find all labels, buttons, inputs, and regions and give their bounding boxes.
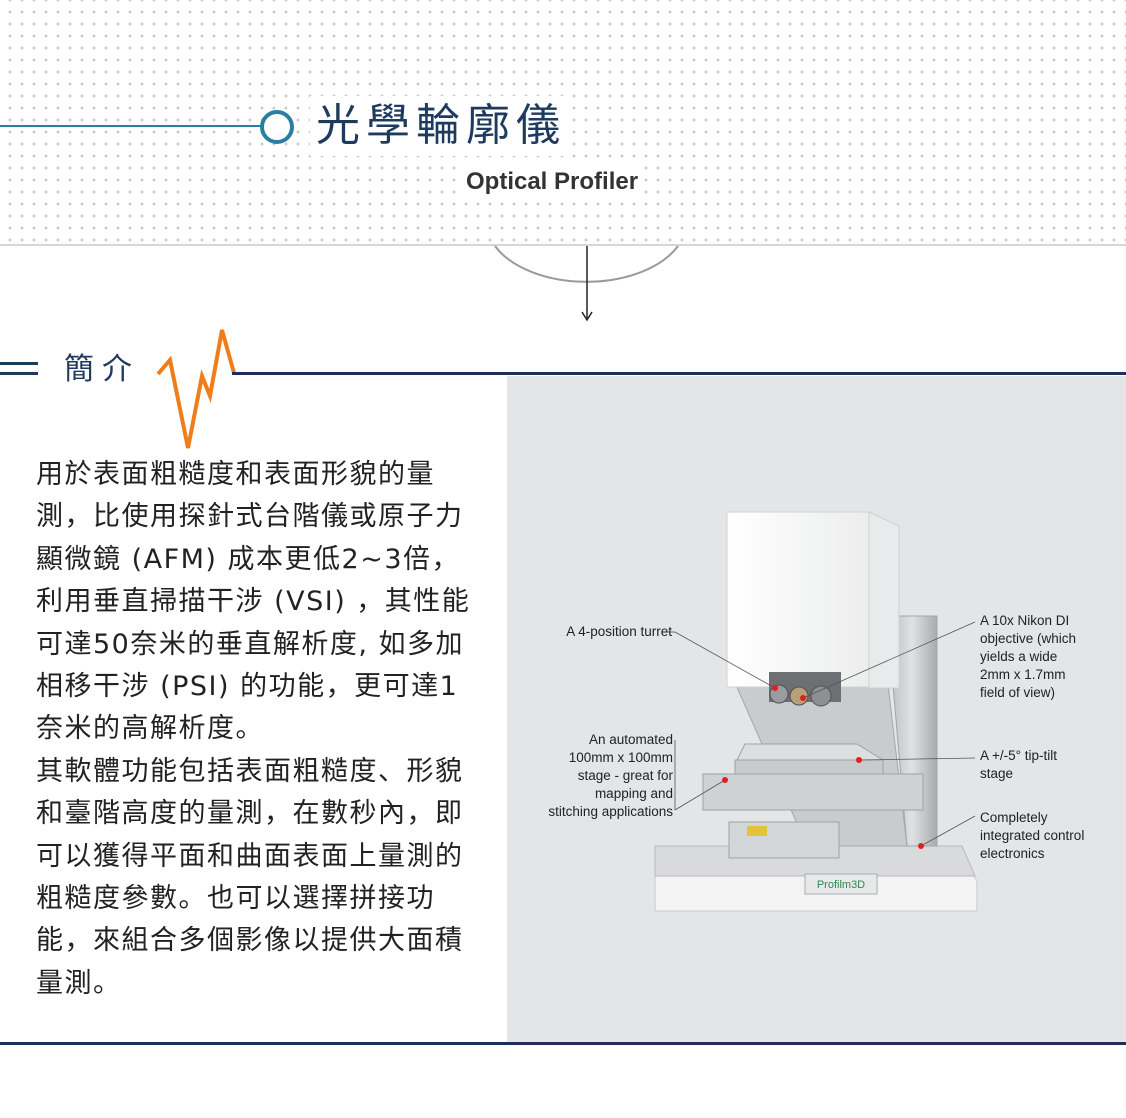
intro-paragraph-1: 用於表面粗糙度和表面形貌的量測，比使用探針式台階儀或原子力顯微鏡 (AFM) 成… — [36, 459, 471, 745]
callout-dot — [856, 757, 862, 763]
callout-turret: A 4-position turret — [566, 624, 672, 639]
callout-dot — [772, 685, 778, 691]
waveform-icon — [156, 329, 236, 449]
page-subtitle: Optical Profiler — [460, 164, 645, 200]
callout-stage: An automated 100mm x 100mm stage - great… — [548, 732, 673, 819]
product-figure: Profilm3D A 4-position turret An automat… — [507, 376, 1126, 1042]
optical-profiler-illustration: Profilm3D — [654, 511, 978, 912]
scroll-down-arc — [494, 245, 679, 322]
page-title: 光學輪廓儀 — [310, 96, 572, 156]
section-title: 簡介 — [64, 352, 140, 387]
brand-label: Profilm3D — [817, 879, 865, 891]
title-accent-line — [0, 125, 262, 127]
header-divider — [0, 244, 1126, 246]
intro-paragraph-2: 其軟體功能包括表面粗糙度、形貌和臺階高度的量測，在數秒內，即可以獲得平面和曲面表… — [36, 755, 464, 999]
callout-control-electronics: Completely integrated control electronic… — [980, 810, 1085, 861]
callout-dot — [918, 843, 924, 849]
bottom-rule — [0, 1042, 1126, 1045]
callout-objective: A 10x Nikon DI objective (which yields a… — [980, 613, 1077, 700]
callout-tilt-stage: A +/-5° tip-tilt stage — [980, 748, 1058, 781]
callout-dot — [722, 777, 728, 783]
section-marker-bottom — [0, 372, 38, 375]
circle-icon — [260, 110, 294, 144]
section-marker-top — [0, 362, 38, 365]
section-rule — [232, 372, 1126, 375]
callout-dot — [800, 695, 806, 701]
intro-text: 用於表面粗糙度和表面形貌的量測，比使用探針式台階儀或原子力顯微鏡 (AFM) 成… — [36, 454, 476, 1005]
